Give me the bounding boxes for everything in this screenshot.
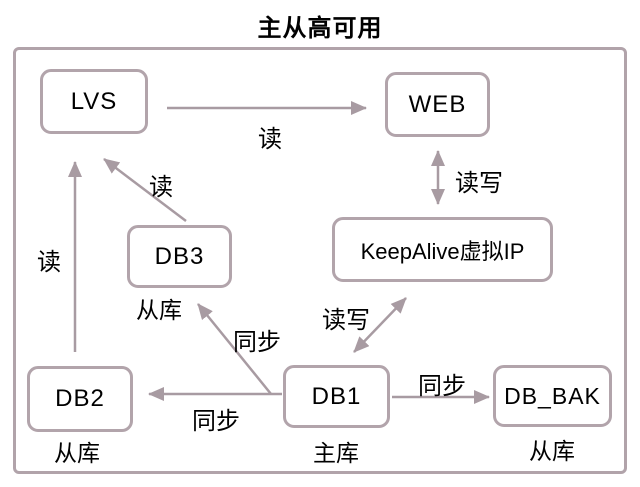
role-caption-db2: 从库: [54, 440, 100, 466]
edge-label-db1-to-db-bak: 同步: [418, 373, 466, 400]
node-db1: DB1: [283, 365, 390, 428]
arrow-db1-keepalive-bidirectional: [353, 297, 407, 353]
node-db-bak-label: DB_BAK: [504, 382, 601, 409]
role-caption-db-bak: 从库: [529, 438, 575, 464]
arrow-db3-to-lvs: [103, 158, 187, 222]
node-lvs-label: LVS: [70, 87, 118, 115]
role-caption-db3: 从库: [136, 297, 182, 323]
node-lvs: LVS: [40, 69, 148, 134]
edge-label-db3-to-lvs: 读: [149, 174, 173, 201]
diagram-frame: [13, 47, 627, 474]
edge-label-db2-to-lvs: 读: [37, 249, 61, 276]
edge-label-web-keepalive: 读写: [455, 170, 503, 197]
edge-label-db1-keepalive: 读写: [322, 307, 370, 334]
arrow-db1-to-db3: [197, 303, 272, 395]
node-web-label: WEB: [408, 90, 467, 118]
node-db2: DB2: [27, 366, 133, 432]
node-web: WEB: [385, 72, 490, 137]
node-keepalive-label: KeepAlive虚拟IP: [360, 238, 525, 264]
node-db3-label: DB3: [154, 242, 205, 270]
node-db-bak: DB_BAK: [493, 365, 612, 427]
node-keepalive-virtual-ip: KeepAlive虚拟IP: [332, 217, 553, 282]
node-db2-label: DB2: [55, 385, 105, 412]
edge-label-db1-to-db3: 同步: [233, 329, 281, 356]
diagram-title: 主从高可用: [257, 15, 383, 42]
edge-label-lvs-to-web: 读: [258, 126, 282, 153]
edge-label-db1-to-db2: 同步: [192, 408, 240, 435]
node-db3: DB3: [127, 225, 232, 288]
node-db1-label: DB1: [311, 382, 362, 410]
role-caption-db1: 主库: [313, 440, 359, 466]
